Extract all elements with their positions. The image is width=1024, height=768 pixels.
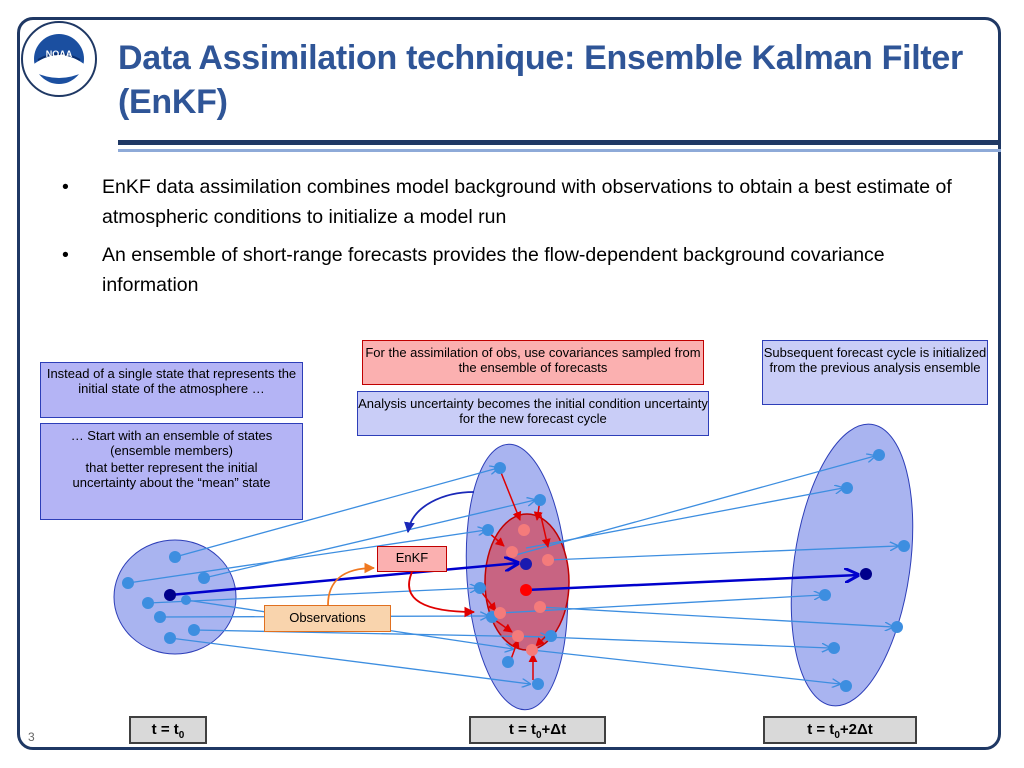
forecast-mean-t1 [520,558,532,570]
observations-to-enkf-arrow [327,562,376,606]
bullet-item: • EnKF data assimilation combines model b… [62,172,962,232]
time-label-t0: t = t0 [129,716,207,744]
bullet-item: • An ensemble of short-range forecasts pr… [62,240,962,300]
analysis-uncertainty-callout: Analysis uncertainty becomes the initial… [357,391,709,436]
slide-frame [17,17,1001,750]
noaa-logo: NOAA [21,21,97,97]
ensemble-states-text-1: … Start with an ensemble of states (ense… [70,428,273,458]
enkf-to-analysis-arrow [408,571,476,618]
header-rule [118,140,1001,145]
time-label-suffix: +Δt [541,721,567,738]
enkf-box: EnKF [377,546,447,572]
ensemble-ellipse-t2 [790,423,914,707]
single-state-callout: Instead of a single state that represent… [40,362,303,418]
analysis-mean-t1 [520,584,532,596]
ensemble-mean-t0 [164,589,176,601]
subsequent-cycle-callout: Subsequent forecast cycle is initialized… [762,340,988,405]
time-label-base: t = t [807,721,835,738]
forecast-arrows-t1-t2 [499,456,898,684]
observations-label: Observations [289,610,366,625]
analysis-update-arrows [479,469,551,680]
svg-text:NOAA: NOAA [46,49,73,59]
bullet-text: An ensemble of short-range forecasts pro… [102,244,885,296]
analysis-uncertainty-text: Analysis uncertainty becomes the initial… [358,396,708,426]
covariance-curved-arrow [404,491,475,534]
time-label-suffix: +2Δt [839,721,873,738]
forecast-members-t1 [474,462,557,690]
forecast-arrows-t0-t1 [127,468,548,684]
time-label-sub: 0 [535,730,542,741]
analysis-members-t1 [494,524,554,656]
ensemble-states-text-2: that better represent the initial uncert… [72,460,271,490]
single-state-text: Instead of a single state that represent… [46,366,297,396]
bullet-marker: • [62,176,69,198]
mean-forecast-arrow-t0-t1 [169,563,518,597]
ensemble-states-callout: … Start with an ensemble of states (ense… [40,423,303,520]
header-rule-secondary [118,149,1001,152]
ensemble-mean-t2 [860,568,872,580]
time-label-sub: 0 [178,730,185,741]
page-title: Data Assimilation technique: Ensemble Ka… [118,39,963,121]
observations-box: Observations [264,605,391,632]
enkf-label: EnKF [395,550,429,565]
mean-forecast-arrow-t1-t2 [525,575,858,592]
subsequent-cycle-text: Subsequent forecast cycle is initialized… [763,345,987,375]
covariances-callout: For the assimilation of obs, use covaria… [362,340,704,385]
time-label-base: t = t [508,721,536,738]
time-label-sub: 0 [834,730,840,741]
bullet-marker: • [62,244,69,266]
time-label-base: t = t [151,721,179,738]
covariances-text: For the assimilation of obs, use covaria… [365,345,701,375]
time-label-t2: t = t0+2Δt [763,716,917,744]
time-label-t1: t = t0+Δt [469,716,606,744]
bullet-list: • EnKF data assimilation combines model b… [62,172,962,308]
bullet-text: EnKF data assimilation combines model ba… [102,176,952,228]
ensemble-members-t0 [122,551,210,644]
ensemble-members-t2 [819,449,910,692]
page-number: 3 [28,730,35,744]
